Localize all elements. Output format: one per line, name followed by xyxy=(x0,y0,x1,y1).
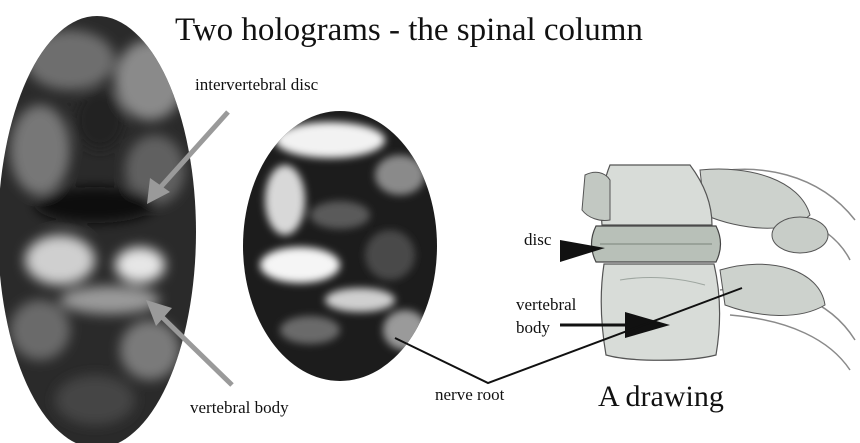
hologram-left xyxy=(0,0,200,443)
label-vertebral-right: vertebral xyxy=(516,295,576,315)
figure-title: Two holograms - the spinal column xyxy=(175,12,643,49)
label-body-right: body xyxy=(516,318,550,338)
label-intervertebral-disc: intervertebral disc xyxy=(195,75,318,95)
label-disc: disc xyxy=(524,230,551,250)
label-vertebral-body-left: vertebral body xyxy=(190,398,289,418)
label-nerve-root: nerve root xyxy=(435,385,504,405)
hologram-middle xyxy=(240,100,440,390)
label-a-drawing: A drawing xyxy=(598,380,724,414)
